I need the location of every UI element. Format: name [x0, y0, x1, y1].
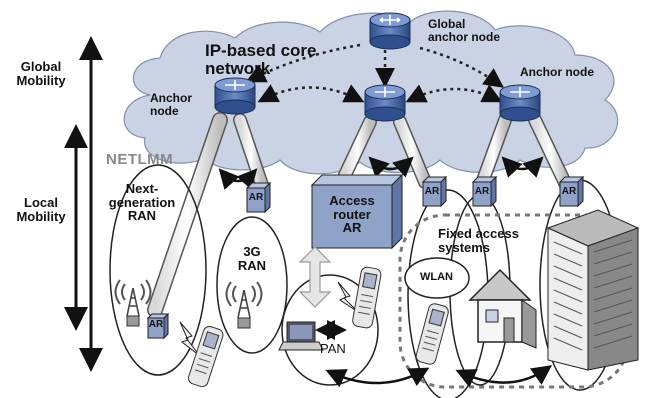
global-anchor-router-icon [369, 12, 411, 50]
handover-arrow-right [501, 156, 544, 178]
antenna-tower-icon [225, 281, 263, 329]
ar-box-3 [558, 175, 585, 208]
mobile-phone-icon [352, 266, 382, 329]
laptop-icon [278, 321, 324, 351]
wlan-label: WLAN [420, 271, 453, 283]
next-gen-ran-coverage [109, 164, 207, 376]
mobile-phone-icon [188, 325, 224, 388]
global-to-right-dotted-arrow [419, 46, 505, 88]
center-right-dotted-arrow [405, 84, 503, 103]
office-building-icon [546, 209, 640, 371]
handover-arrow-left [218, 168, 258, 190]
center-anchor-router-icon [364, 84, 406, 122]
ar-box-next-gen [146, 312, 170, 340]
ar-label-3: AR [561, 186, 577, 197]
fixed-handover-arrow [455, 365, 553, 388]
anchor-node-right-label: Anchor node [520, 65, 594, 79]
ar-box-2 [471, 175, 498, 208]
ar-label-2: AR [474, 186, 490, 197]
ar-label-1: AR [424, 186, 440, 197]
tunnel-pipes [147, 112, 572, 318]
ar-box-3g [245, 181, 272, 214]
right-anchor-router-icon [499, 84, 541, 122]
pan-handover-arrow [325, 367, 430, 388]
ar-label-next-gen: AR [148, 319, 164, 330]
access-router-box [310, 173, 404, 250]
house-icon [468, 268, 537, 349]
ar-label-3g: AR [248, 192, 264, 203]
3g-ran-coverage [216, 216, 288, 354]
left-center-dotted-arrow [257, 84, 365, 103]
antenna-tower-icon [114, 279, 152, 327]
netlmm-label: NETLMM [106, 151, 174, 168]
wlan-coverage [404, 257, 470, 299]
ar-box-1 [421, 175, 448, 208]
handover-arrow-center [368, 156, 414, 178]
pan-label: PAN [320, 341, 346, 356]
access-router-double-arrow [298, 246, 332, 308]
left-anchor-router-icon [214, 77, 256, 115]
mobile-phone-icon [415, 303, 449, 365]
